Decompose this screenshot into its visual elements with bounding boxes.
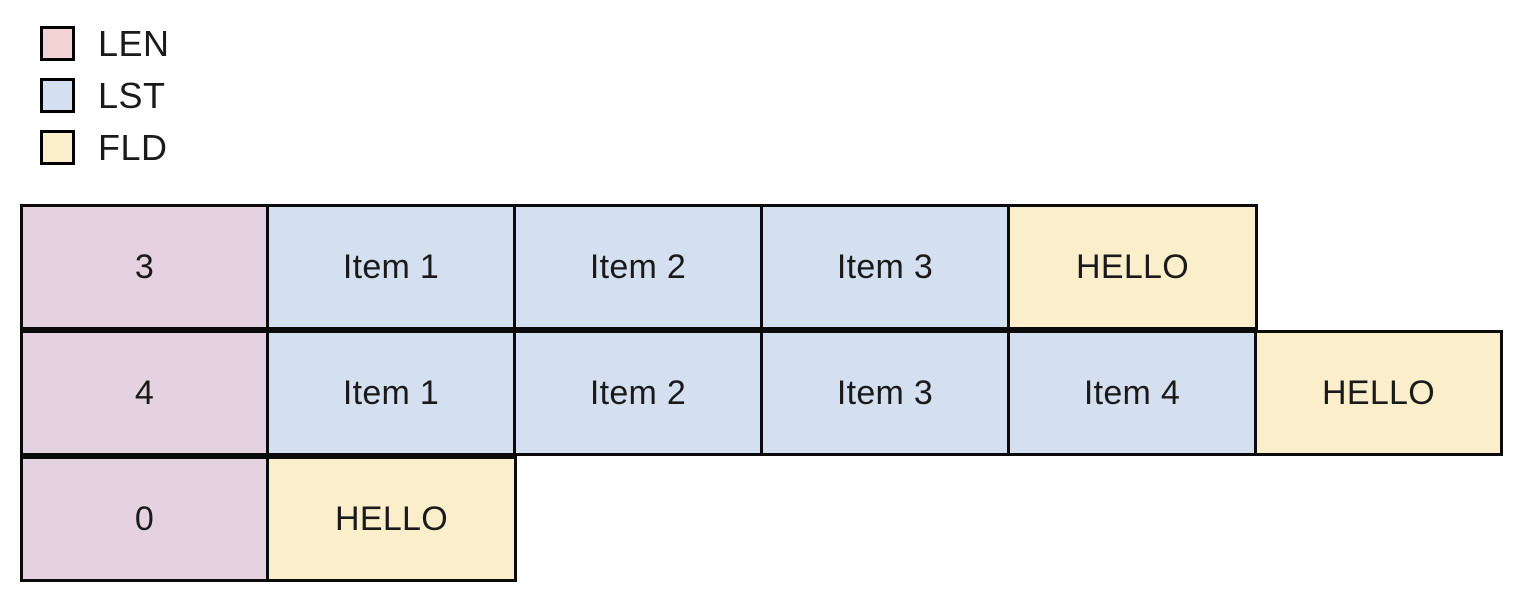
table-cell: Item 1	[266, 204, 516, 330]
legend-label-lst: LST	[98, 74, 166, 116]
table-cell: Item 1	[266, 330, 516, 456]
table-row: 0 HELLO	[20, 456, 517, 582]
table-cell: Item 2	[513, 204, 763, 330]
table-row: 4 Item 1 Item 2 Item 3 Item 4 HELLO	[20, 330, 1503, 456]
table-cell: Item 3	[760, 204, 1010, 330]
table-cell: 0	[20, 456, 269, 582]
table-cell: Item 2	[513, 330, 763, 456]
table-cell: 3	[20, 204, 269, 330]
legend-swatch-fld	[40, 130, 75, 165]
legend-label-len: LEN	[98, 22, 170, 64]
legend-swatch-lst	[40, 78, 75, 113]
table-cell: HELLO	[266, 456, 517, 582]
table-cell: HELLO	[1254, 330, 1503, 456]
legend-item-fld: FLD	[40, 126, 168, 168]
table-cell: HELLO	[1007, 204, 1258, 330]
table-row: 3 Item 1 Item 2 Item 3 HELLO	[20, 204, 1258, 330]
legend-swatch-len	[40, 26, 75, 61]
table-cell: Item 3	[760, 330, 1010, 456]
legend-item-lst: LST	[40, 74, 166, 116]
legend-label-fld: FLD	[98, 126, 168, 168]
table-cell: Item 4	[1007, 330, 1257, 456]
legend-item-len: LEN	[40, 22, 170, 64]
table-cell: 4	[20, 330, 269, 456]
